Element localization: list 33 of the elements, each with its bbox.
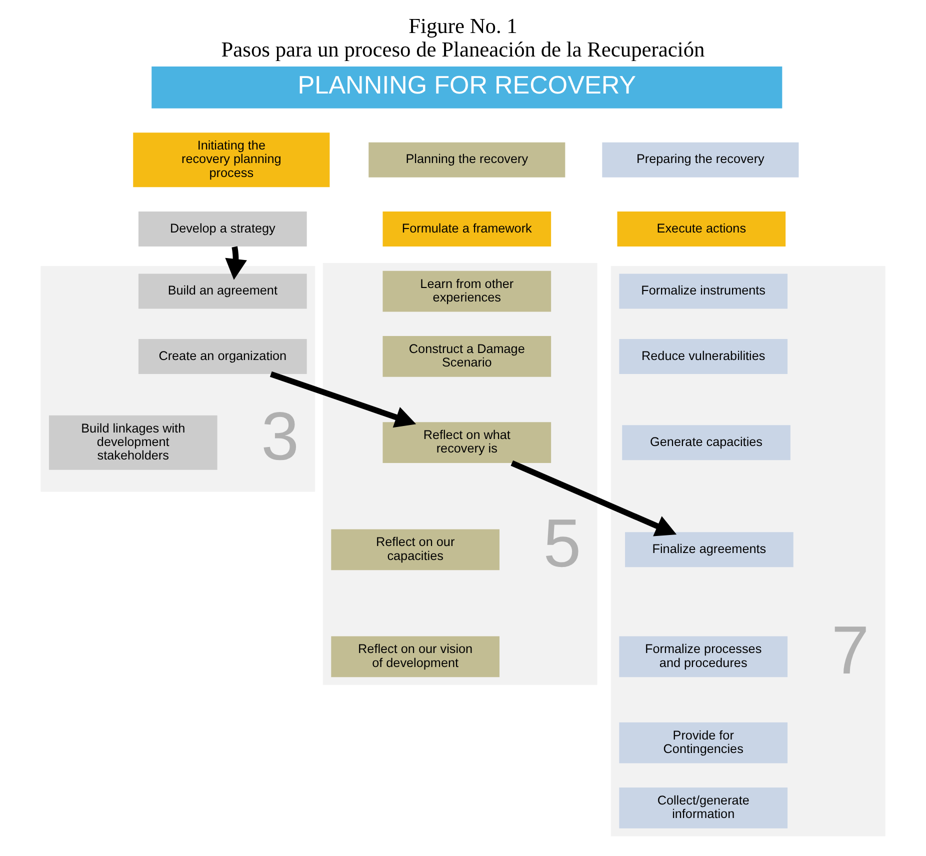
node-box: Learn from other experiences bbox=[382, 270, 552, 312]
label: 5 bbox=[543, 506, 582, 582]
node-box: Reduce vulnerabilities bbox=[619, 338, 788, 374]
node-box: Formalize processes and procedures bbox=[619, 636, 788, 678]
node-box: Provide for Contingencies bbox=[619, 722, 788, 764]
node-box: Initiating the recovery planning process bbox=[133, 132, 330, 188]
cluster bbox=[322, 263, 598, 685]
node-box: Reflect on our vision of development bbox=[331, 636, 500, 678]
node-box: Reflect on what recovery is bbox=[382, 422, 552, 464]
diagram-title: Figure No. 1 bbox=[408, 14, 518, 38]
node-box: Build an agreement bbox=[138, 274, 307, 309]
caption: Pasos para un proceso de Planeación de la Recuperación bbox=[221, 37, 705, 62]
arrow bbox=[225, 246, 247, 280]
node-box: Finalize agreements bbox=[625, 532, 794, 568]
node-box: Formalize instruments bbox=[619, 274, 788, 309]
node-box: Planning the recovery bbox=[368, 142, 566, 178]
node-box: Formulate a framework bbox=[382, 211, 552, 247]
label: 3 bbox=[261, 398, 300, 475]
node-box: Create an organization bbox=[138, 338, 307, 374]
cluster bbox=[40, 266, 316, 492]
node-box: Generate capacities bbox=[622, 425, 790, 460]
node-box: Execute actions bbox=[617, 211, 786, 247]
node-box: Develop a strategy bbox=[138, 211, 307, 247]
arrow bbox=[270, 371, 416, 428]
node-box: Construct a Damage Scenario bbox=[382, 336, 552, 377]
node-box: Collect/generate information bbox=[619, 788, 788, 828]
node-box: PLANNING FOR RECOVERY bbox=[152, 66, 782, 108]
node-box: Preparing the recovery bbox=[602, 142, 799, 178]
arrow bbox=[510, 460, 677, 536]
node-box: Reflect on our capacities bbox=[331, 529, 500, 570]
node-box: Build linkages with development stakeholders bbox=[48, 415, 218, 470]
cluster bbox=[610, 266, 886, 836]
label: 7 bbox=[831, 612, 870, 689]
